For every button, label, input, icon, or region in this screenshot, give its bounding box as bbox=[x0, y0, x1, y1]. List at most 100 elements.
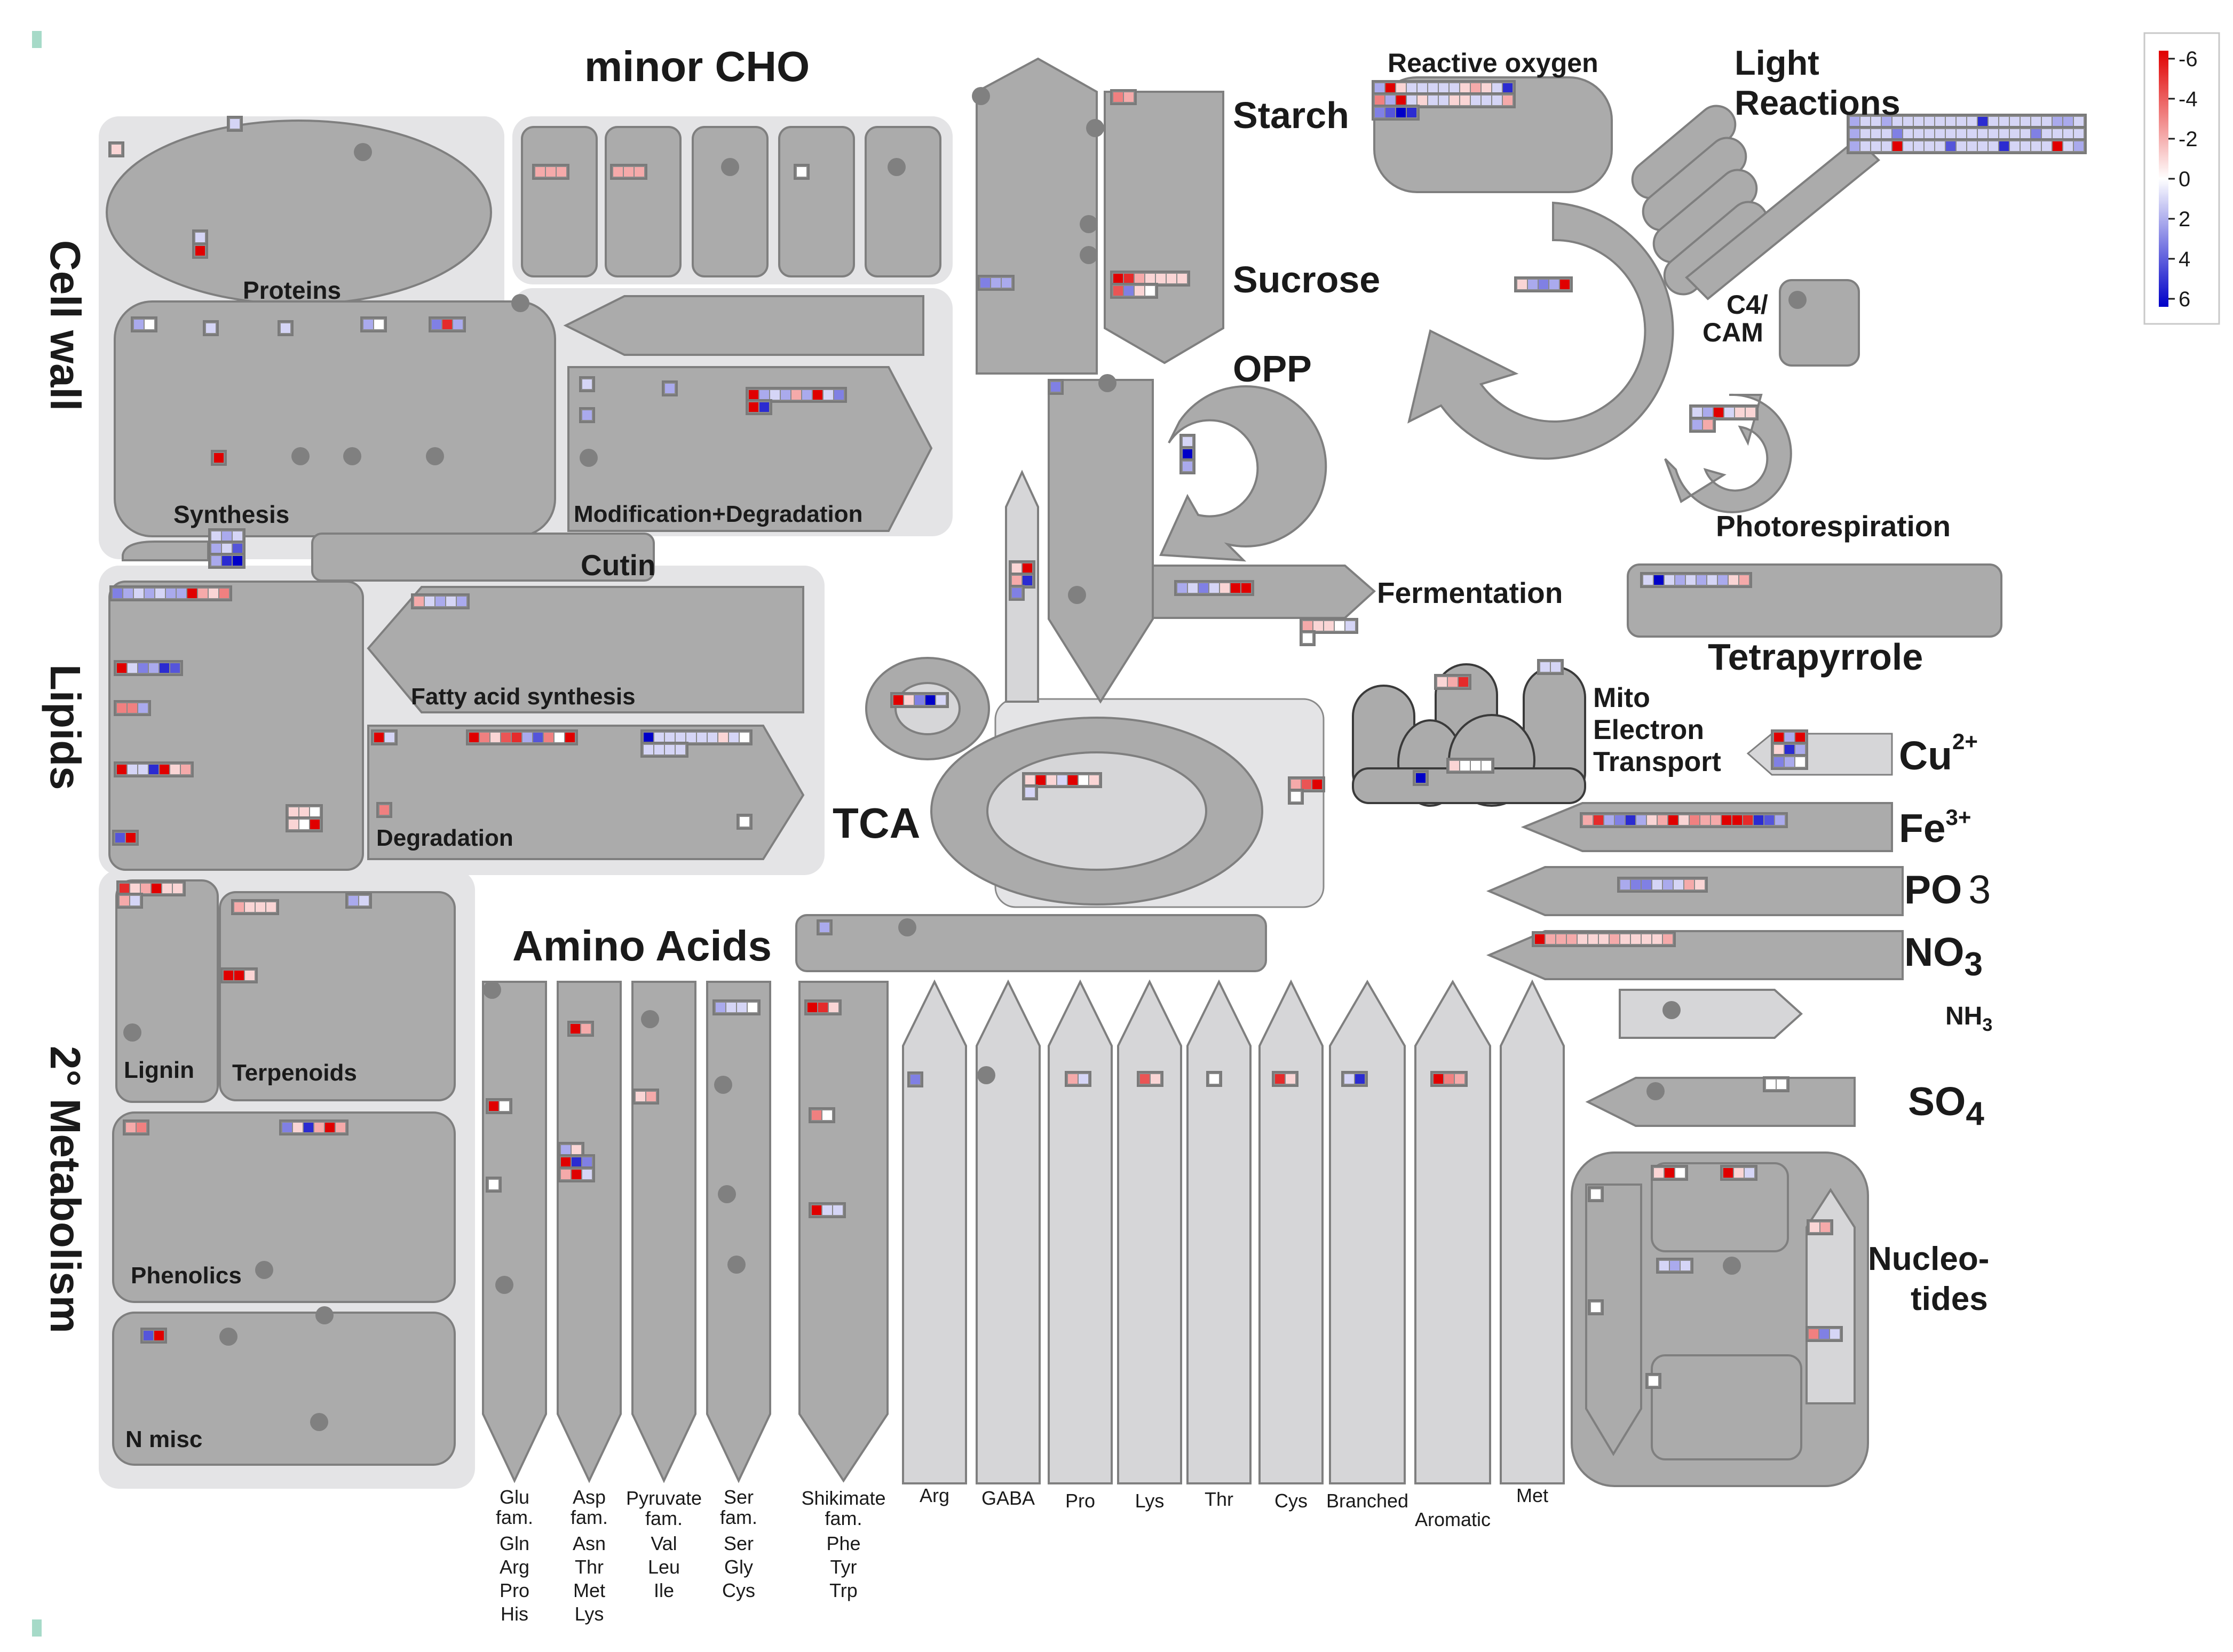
gene-heat-cell bbox=[110, 144, 122, 155]
gene-heat-cell bbox=[186, 587, 198, 599]
gene-heat-cell bbox=[2020, 128, 2031, 140]
gene-heat-cell bbox=[265, 901, 277, 913]
gene-heat-cell bbox=[612, 166, 624, 178]
gene-heat-cell bbox=[892, 694, 904, 706]
gene-heat-cell bbox=[129, 883, 141, 894]
gene-heat-cell bbox=[1240, 582, 1252, 594]
gene-heat-cell bbox=[441, 319, 453, 330]
gene-heat-cell bbox=[1765, 1078, 1777, 1090]
cu-arrow bbox=[1746, 733, 1893, 776]
gene-heat-cell bbox=[1470, 760, 1482, 772]
gene-heat-cell bbox=[210, 530, 222, 542]
gene-heat-cell bbox=[288, 806, 299, 818]
gene-heat-cell bbox=[1187, 582, 1199, 594]
gene-heat-cell bbox=[1230, 582, 1241, 594]
gene-heat-cell bbox=[210, 555, 222, 567]
gene-heat-cell bbox=[137, 702, 149, 714]
gene-cell-group-outline bbox=[1341, 1071, 1368, 1087]
gene-cell-group-outline bbox=[1514, 276, 1573, 292]
gene-heat-cell bbox=[728, 732, 740, 743]
gene-cell-group-outline bbox=[109, 585, 232, 601]
gene-heat-cell bbox=[1745, 407, 1756, 418]
pathway-dot bbox=[1080, 246, 1098, 264]
gene-heat-cell bbox=[2052, 116, 2063, 128]
aa-column-arrow bbox=[902, 979, 967, 1484]
gene-heat-cell bbox=[210, 543, 222, 554]
aa-column-member: Arg bbox=[500, 1556, 529, 1578]
pathway-dot bbox=[972, 87, 990, 105]
gene-heat-cell bbox=[1923, 116, 1935, 128]
gene-heat-cell bbox=[221, 543, 233, 554]
gene-cell-group-outline bbox=[1179, 458, 1195, 474]
gene-heat-cell bbox=[378, 804, 390, 816]
gene-heat-cell bbox=[1406, 94, 1418, 106]
gene-cell-group-outline bbox=[1656, 1258, 1693, 1274]
aa-column-title: Shikimate bbox=[801, 1487, 885, 1509]
aa-column-member: Pro bbox=[500, 1579, 529, 1601]
gene-cell-group-outline bbox=[579, 376, 595, 392]
minor-cho-box-5 bbox=[865, 126, 941, 277]
gene-heat-cell bbox=[133, 319, 145, 330]
gene-heat-cell bbox=[1011, 562, 1023, 574]
gene-cell-group-outline bbox=[1651, 1165, 1688, 1181]
gene-heat-cell bbox=[324, 1122, 336, 1133]
gene-heat-cell bbox=[1078, 774, 1089, 786]
gene-heat-cell bbox=[125, 1122, 137, 1133]
aa-column-arrow bbox=[631, 981, 696, 1483]
gene-heat-cell bbox=[581, 1156, 593, 1168]
pathway-dot bbox=[898, 918, 916, 936]
mod-deg-arrow bbox=[567, 366, 933, 532]
minor-cho-box-4 bbox=[778, 126, 855, 277]
legend-tick-label: -6 bbox=[2179, 47, 2198, 71]
gene-heat-cell bbox=[990, 277, 1002, 289]
gene-heat-cell bbox=[1374, 94, 1385, 106]
pathway-dot bbox=[354, 143, 372, 161]
gene-cell-group-outline bbox=[1137, 1071, 1163, 1087]
gene-heat-cell bbox=[1593, 814, 1604, 826]
gene-heat-cell bbox=[534, 166, 546, 178]
gene-heat-cell bbox=[903, 694, 915, 706]
mito-label-1: Mito bbox=[1593, 682, 1650, 713]
gene-heat-cell bbox=[581, 1169, 593, 1180]
lipids-title: Lipids bbox=[42, 664, 89, 790]
gene-heat-cell bbox=[1773, 756, 1785, 768]
mito-label-3: Transport bbox=[1593, 746, 1721, 777]
gene-heat-cell bbox=[1527, 279, 1539, 290]
gene-heat-cell bbox=[1559, 279, 1571, 290]
aa-column-arrow bbox=[976, 979, 1041, 1484]
gene-cell-group-outline bbox=[1640, 572, 1752, 588]
gene-heat-cell bbox=[2030, 116, 2042, 128]
gene-heat-cell bbox=[821, 1109, 833, 1121]
gene-cell-group-outline bbox=[746, 387, 847, 403]
gene-heat-cell bbox=[1539, 661, 1551, 673]
gene-heat-cell bbox=[1664, 574, 1675, 586]
gene-heat-cell bbox=[1794, 732, 1806, 743]
gene-heat-cell bbox=[653, 732, 665, 743]
gene-heat-cell bbox=[1545, 933, 1556, 945]
gene-heat-cell bbox=[1182, 460, 1193, 472]
aa-column-title: Pyruvate bbox=[626, 1487, 702, 1509]
gene-heat-cell bbox=[1630, 879, 1642, 891]
aa-column-arrow bbox=[1329, 980, 1406, 1484]
gene-cell-group-outline bbox=[1413, 770, 1429, 786]
gene-heat-cell bbox=[1001, 277, 1012, 289]
gene-heat-cell bbox=[564, 732, 576, 743]
gene-heat-cell bbox=[116, 702, 128, 714]
gene-cell-group-outline bbox=[804, 999, 842, 1015]
synthesis-label: Synthesis bbox=[173, 501, 289, 528]
gene-heat-cell bbox=[362, 319, 374, 330]
gene-cell-group-outline bbox=[1022, 784, 1038, 800]
gene-heat-cell bbox=[165, 587, 177, 599]
lignin-label: Lignin bbox=[124, 1057, 194, 1083]
pathway-dot bbox=[1086, 119, 1104, 137]
gene-cell-group-outline bbox=[1588, 1186, 1604, 1202]
gene-heat-cell bbox=[1438, 94, 1450, 106]
gene-heat-cell bbox=[244, 970, 256, 981]
gene-heat-cell bbox=[1689, 814, 1700, 826]
aa-column-arrow bbox=[1500, 979, 1565, 1484]
gene-heat-cell bbox=[1642, 574, 1654, 586]
gene-heat-cell bbox=[1706, 574, 1718, 586]
gene-cell-group-outline bbox=[532, 164, 569, 180]
gene-heat-cell bbox=[1784, 732, 1795, 743]
